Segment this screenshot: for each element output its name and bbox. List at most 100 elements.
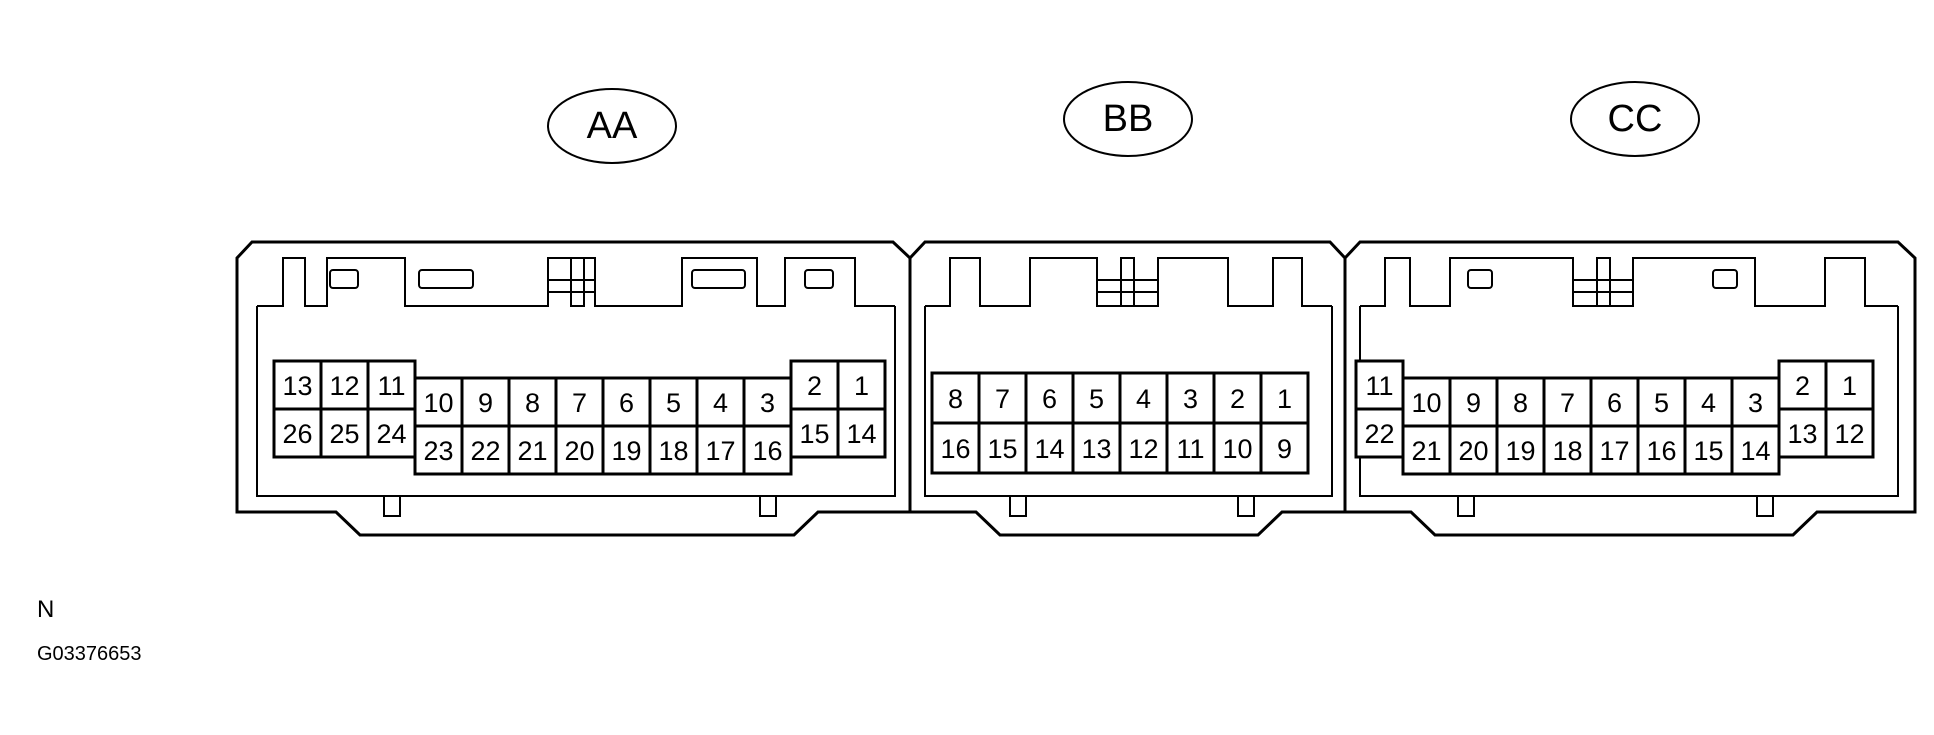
connector-bb-top-profile	[925, 257, 1332, 307]
pin-number: 9	[1277, 434, 1292, 464]
connector-aa-latch-notch	[383, 496, 401, 517]
pin-number: 17	[1599, 436, 1629, 466]
pin-cell	[413, 424, 464, 476]
connector-cc-slot	[1467, 269, 1493, 289]
pin-cell	[648, 424, 699, 476]
pin-number: 5	[1089, 384, 1104, 414]
pin-number: 11	[1365, 371, 1393, 401]
connector-cc-housing	[1343, 240, 1917, 537]
pin-number: 19	[611, 436, 641, 466]
pin-number: 12	[1128, 434, 1158, 464]
connector-aa-key	[548, 257, 595, 307]
pin-cell	[1824, 407, 1875, 459]
connector-aa-top-profile	[257, 257, 895, 307]
pin-number: 12	[329, 371, 359, 401]
connector-cc-label-oval	[1570, 81, 1700, 157]
pin-number: 21	[1411, 436, 1441, 466]
pin-number: 15	[799, 419, 829, 449]
pin-number: 23	[423, 436, 453, 466]
pin-cell	[1730, 424, 1781, 476]
pin-number: 4	[713, 388, 728, 418]
pin-number: 7	[995, 384, 1010, 414]
pin-number: 2	[807, 371, 822, 401]
figure-code: G03376653	[37, 643, 142, 665]
pin-number: 4	[1701, 388, 1716, 418]
pin-number: 16	[752, 436, 782, 466]
pin-number: 22	[470, 436, 500, 466]
connector-bb-inner-wall	[924, 306, 1333, 497]
pin-cell	[1589, 424, 1640, 476]
pin-number: 1	[1842, 371, 1857, 401]
pin-number: 20	[1458, 436, 1488, 466]
connector-cc-key	[1573, 257, 1633, 307]
connector-cc-latch-notch	[1457, 496, 1475, 517]
pin-number: 15	[987, 434, 1017, 464]
pin-cell	[1495, 376, 1546, 428]
pin-number: 10	[1411, 388, 1441, 418]
pin-cell	[977, 371, 1028, 425]
connector-aa-slot	[418, 269, 474, 289]
pin-number: 16	[1646, 436, 1676, 466]
pin-cell	[1683, 376, 1734, 428]
pin-cell	[695, 376, 746, 428]
pin-number: 3	[1748, 388, 1763, 418]
pin-number: 1	[854, 371, 869, 401]
pin-number: 8	[1513, 388, 1528, 418]
connector-bb-key	[1097, 257, 1158, 307]
pin-number: 24	[376, 419, 406, 449]
pin-number: 5	[666, 388, 681, 418]
pin-cell	[742, 376, 793, 428]
pin-cell	[1259, 421, 1310, 475]
connector-aa-slot	[691, 269, 746, 289]
pin-number: 15	[1693, 436, 1723, 466]
pin-number: 9	[478, 388, 493, 418]
pin-number: 10	[423, 388, 453, 418]
pin-number: 6	[1607, 388, 1622, 418]
pin-number: 12	[1834, 419, 1864, 449]
pin-number: 13	[282, 371, 312, 401]
connector-aa-label: AA	[587, 105, 638, 147]
pin-cell	[554, 424, 605, 476]
pin-cell	[460, 424, 511, 476]
pin-cell	[789, 407, 840, 459]
pin-cell	[1259, 371, 1310, 425]
connector-bb-latch-notch	[1237, 496, 1255, 517]
pin-number: 14	[846, 419, 876, 449]
pin-number: 11	[377, 371, 405, 401]
pin-cell	[1024, 371, 1075, 425]
connector-bb-housing	[908, 240, 1347, 537]
pin-number: 14	[1034, 434, 1064, 464]
pin-cell	[1024, 421, 1075, 475]
pin-number: 26	[282, 419, 312, 449]
pin-number: 18	[1552, 436, 1582, 466]
pin-cell	[1824, 359, 1875, 411]
pin-number: 20	[564, 436, 594, 466]
connector-aa-slot	[329, 269, 359, 289]
pin-number: 16	[940, 434, 970, 464]
pin-number: 6	[1042, 384, 1057, 414]
pin-number: 3	[1183, 384, 1198, 414]
pin-number: 18	[658, 436, 688, 466]
pin-number: 19	[1505, 436, 1535, 466]
pin-cell	[742, 424, 793, 476]
pin-number: 8	[948, 384, 963, 414]
pin-number: 13	[1081, 434, 1111, 464]
pin-cell	[836, 359, 887, 411]
connector-bb-label: BB	[1103, 98, 1154, 140]
connector-aa-slot	[804, 269, 834, 289]
connector-aa-latch-notch	[759, 496, 777, 517]
pin-cell	[1071, 421, 1122, 475]
pin-number: 25	[329, 419, 359, 449]
pin-number: 7	[572, 388, 587, 418]
pin-cell	[1401, 376, 1452, 428]
connector-aa-inner-wall	[256, 306, 896, 497]
pin-cell	[601, 424, 652, 476]
connector-cc-slot	[1712, 269, 1738, 289]
view-letter: N	[37, 596, 55, 623]
